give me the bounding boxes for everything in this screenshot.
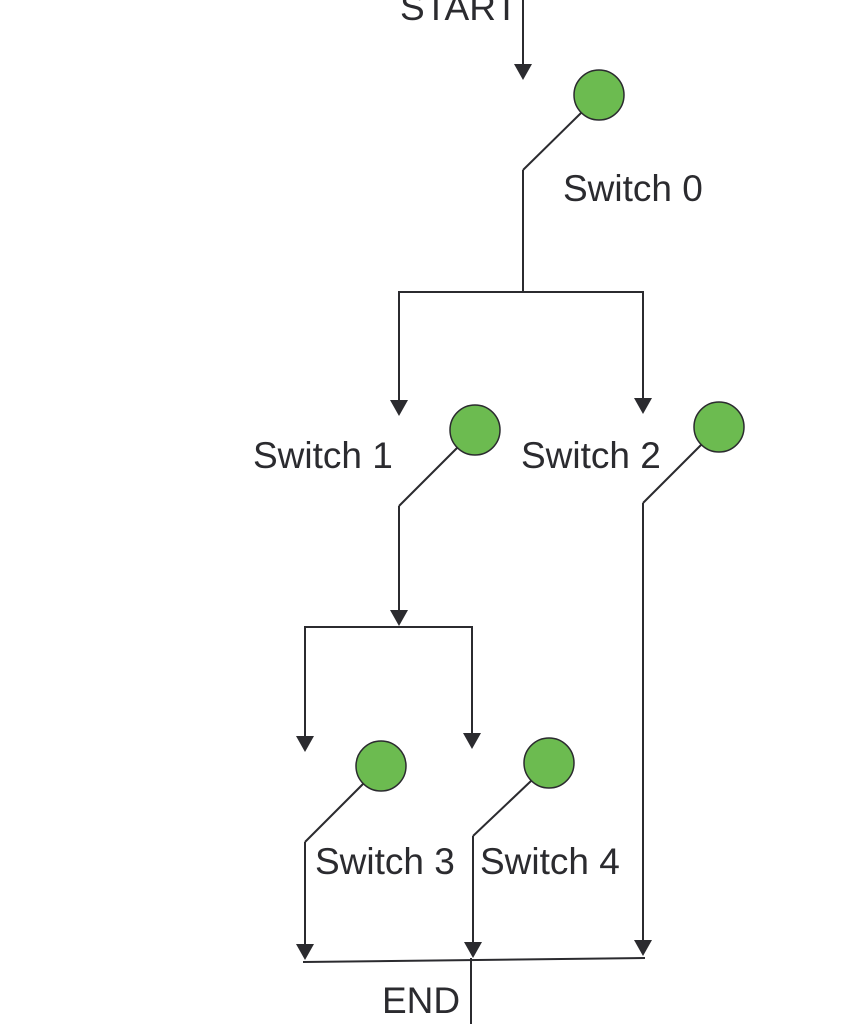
switch-2-blade [642, 444, 702, 504]
switch-2-arrow [634, 940, 652, 956]
switch-0-contact [573, 69, 625, 121]
switch-1-label: Switch 1 [253, 435, 393, 476]
switch-0-blade [522, 112, 582, 171]
branch-1-arrow [390, 400, 408, 416]
switch-3-arrow [296, 944, 314, 960]
branch-3-arrow [296, 736, 314, 752]
switch-4-contact [523, 737, 575, 789]
switch-1-contact [449, 404, 501, 456]
branch-4-arrow [463, 733, 481, 749]
switch-1-blade [398, 447, 458, 507]
switch-3-contact [355, 740, 407, 792]
start-label: START [400, 0, 518, 28]
start-arrow [514, 64, 532, 80]
branch-2-arrow [634, 398, 652, 414]
switch-4-arrow [464, 942, 482, 958]
switch-3-label: Switch 3 [315, 841, 455, 882]
switch-4-blade [472, 780, 532, 837]
end-label: END [382, 980, 460, 1021]
merge-bus [302, 957, 646, 963]
switch-1-arrow [390, 610, 408, 626]
switch-2-label: Switch 2 [521, 435, 661, 476]
switch-2-contact [693, 401, 745, 453]
switch-0-label: Switch 0 [563, 168, 703, 209]
switch-4-label: Switch 4 [480, 841, 620, 882]
switch-3-blade [304, 783, 364, 843]
